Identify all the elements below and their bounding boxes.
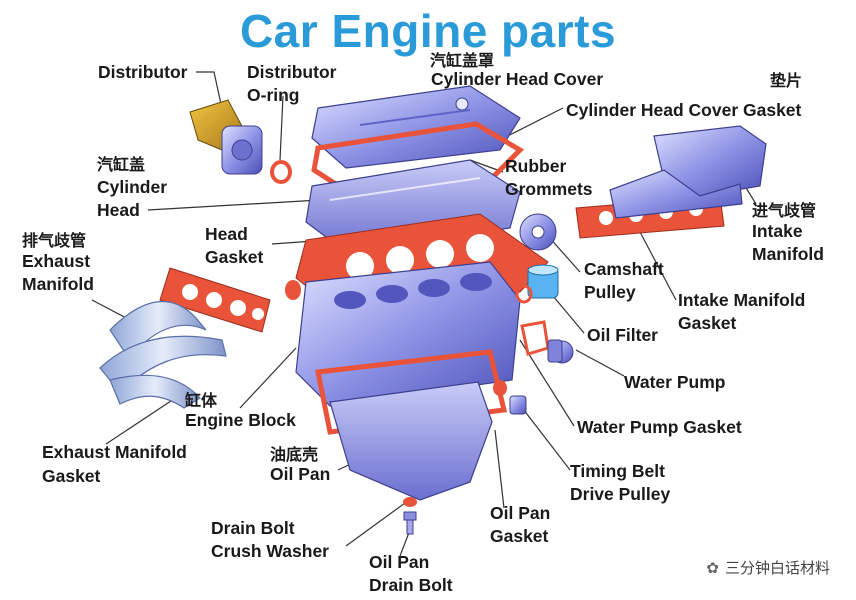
label-distributor: Distributor (98, 62, 188, 82)
water-pump-part (547, 339, 574, 364)
label-timing-belt-1: Timing Belt (570, 461, 665, 481)
water-pump-gasket-part (520, 320, 550, 356)
label-oil-pan-gasket-2: Gasket (490, 526, 549, 546)
label-exhaust-manifold-cn: 排气歧管 (22, 233, 87, 250)
label-rubber-grommets-2: Grommets (505, 179, 593, 199)
label-camshaft-pulley-1: Camshaft (584, 259, 664, 279)
camshaft-pulley-part (519, 213, 557, 251)
label-intake-manifold-gasket-1: Intake Manifold (678, 290, 806, 310)
label-cylinder-head-1: Cylinder (97, 177, 168, 197)
exhaust-gasket-part (159, 267, 271, 333)
label-engine-block-cn: 缸体 (185, 393, 218, 410)
label-cylinder-head-2: Head (97, 200, 140, 220)
label-intake-manifold-cn: 进气歧管 (752, 203, 817, 220)
label-camshaft-pulley-2: Pulley (584, 282, 636, 302)
label-head-gasket-2: Gasket (205, 247, 264, 267)
oil-filter-seal-part (515, 284, 533, 304)
label-engine-block: Engine Block (185, 410, 296, 430)
label-intake-manifold-1: Intake (752, 221, 803, 241)
label-cylinder-head-cover: Cylinder Head Cover (431, 69, 604, 89)
label-oil-filter: Oil Filter (587, 325, 658, 345)
label-gasket-cn: 垫片 (770, 73, 803, 90)
label-distributor-oring-1: Distributor (247, 62, 337, 82)
label-cylinder-head-cover-cn: 汽缸盖罩 (430, 53, 495, 70)
label-cylinder-head-cover-gasket: Cylinder Head Cover Gasket (566, 100, 802, 120)
wechat-icon: ✿ (706, 560, 719, 577)
label-oil-pan-gasket-1: Oil Pan (490, 503, 551, 523)
label-distributor-oring-2: O-ring (247, 85, 300, 105)
exhaust-manifold-part (99, 301, 227, 409)
intake-manifold-part (609, 125, 767, 219)
label-oil-pan-drain-bolt-2: Drain Bolt (369, 575, 453, 595)
label-drain-bolt-washer-1: Drain Bolt (211, 518, 295, 538)
distributor-oring-part (270, 160, 292, 184)
label-oil-pan: Oil Pan (270, 464, 331, 484)
engine-block-part (295, 261, 521, 407)
label-oil-pan-drain-bolt-1: Oil Pan (369, 552, 430, 572)
label-exhaust-manifold-gasket-2: Gasket (42, 466, 101, 486)
label-water-pump-gasket: Water Pump Gasket (577, 417, 742, 437)
label-oil-pan-cn: 油底壳 (270, 447, 319, 464)
oil-filter-part (527, 264, 559, 299)
oil-pan-part (329, 381, 493, 501)
drain-bolt-part (403, 511, 417, 535)
label-exhaust-manifold-2: Manifold (22, 274, 94, 294)
oil-pan-gasket-part (315, 349, 508, 435)
timing-belt-pulley-part (509, 395, 527, 415)
label-intake-manifold-2: Manifold (752, 244, 824, 264)
distributor-part (189, 99, 263, 175)
label-exhaust-manifold-gasket-1: Exhaust Manifold (42, 442, 187, 462)
label-water-pump: Water Pump (624, 372, 726, 392)
watermark: ✿ 三分钟白话材料 (706, 557, 830, 578)
diagram-title: Car Engine parts (239, 5, 617, 57)
label-head-gasket-1: Head (205, 224, 248, 244)
label-timing-belt-2: Drive Pulley (570, 484, 671, 504)
label-rubber-grommets-1: Rubber (505, 156, 567, 176)
label-intake-manifold-gasket-2: Gasket (678, 313, 737, 333)
cylinder-head-cover-part (311, 85, 521, 169)
label-exhaust-manifold-1: Exhaust (22, 251, 91, 271)
label-cylinder-head-cn: 汽缸盖 (97, 157, 146, 174)
label-drain-bolt-washer-2: Crush Washer (211, 541, 329, 561)
watermark-text: 三分钟白话材料 (724, 560, 830, 577)
crush-washer-part (403, 497, 417, 507)
seal-left-part (285, 280, 301, 300)
